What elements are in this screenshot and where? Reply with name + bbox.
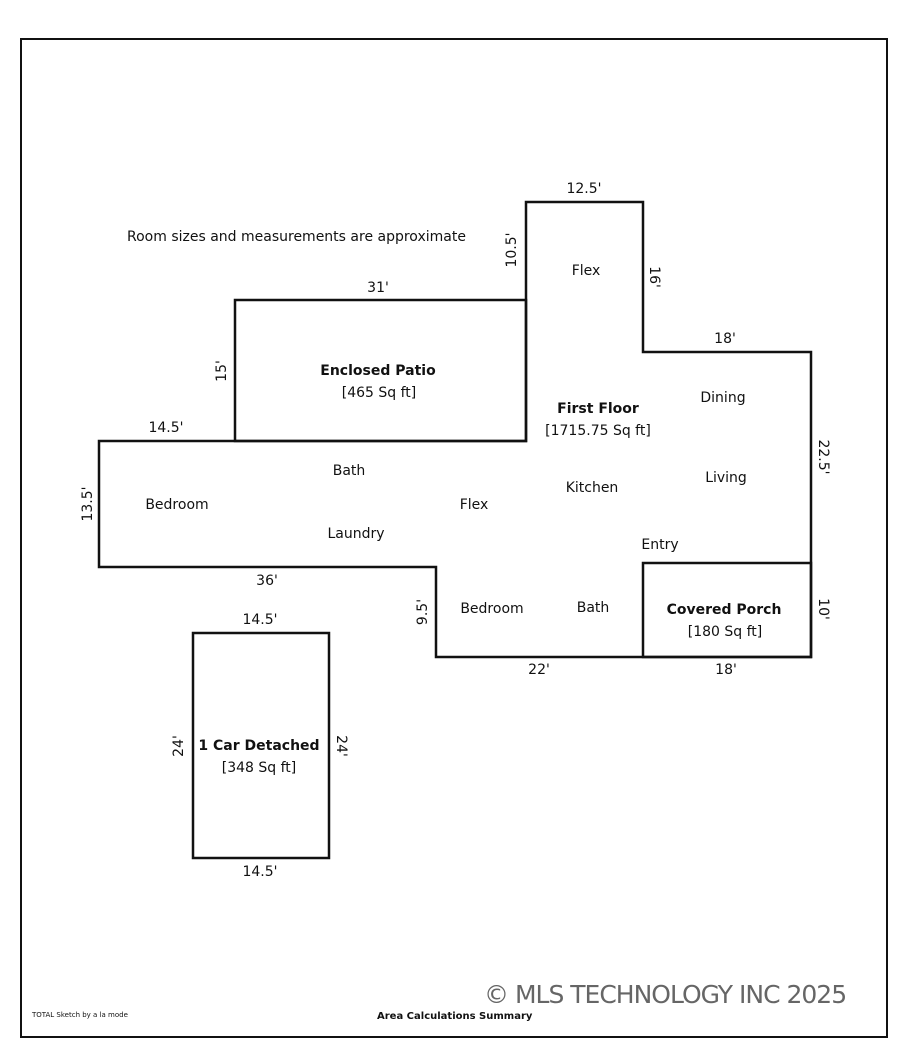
room-kitchen: Kitchen <box>566 480 619 496</box>
approximate-note: Room sizes and measurements are approxim… <box>127 229 466 245</box>
covered-porch-outline <box>641 561 813 659</box>
dim-patio-width: 31' <box>367 280 389 296</box>
garage-label: 1 Car Detached <box>198 738 319 754</box>
copyright-watermark: © MLS TECHNOLOGY INC 2025 <box>484 980 847 1009</box>
sketch-credit: TOTAL Sketch by a la mode <box>32 1011 128 1019</box>
room-flex-center: Flex <box>460 497 489 513</box>
enclosed-patio-size: [465 Sq ft] <box>342 385 417 401</box>
dim-porch-height: 10' <box>815 598 831 620</box>
garage-outline <box>191 631 331 860</box>
dim-porch-width: 18' <box>715 662 737 678</box>
garage-size: [348 Sq ft] <box>222 760 297 776</box>
room-flex-top: Flex <box>572 263 601 279</box>
room-bath-lower: Bath <box>577 600 610 616</box>
first-floor-outline <box>97 200 813 659</box>
dim-bottom-width: 22' <box>528 662 550 678</box>
dim-flex-left-height: 10.5' <box>504 232 520 267</box>
enclosed-patio-outline <box>233 298 528 443</box>
room-dining: Dining <box>700 390 745 406</box>
first-floor-label: First Floor <box>557 401 639 417</box>
enclosed-patio-label: Enclosed Patio <box>320 363 436 379</box>
dim-right-height: 22.5' <box>815 439 831 474</box>
dim-garage-bottom-width: 14.5' <box>242 864 277 880</box>
room-entry: Entry <box>641 537 678 553</box>
dim-left-wing-height: 13.5' <box>80 486 96 521</box>
dim-flex-top-width: 12.5' <box>566 181 601 197</box>
room-laundry: Laundry <box>327 526 384 542</box>
room-bedroom-lower: Bedroom <box>460 601 523 617</box>
dim-garage-left-height: 24' <box>171 735 187 757</box>
covered-porch-size: [180 Sq ft] <box>688 624 763 640</box>
room-bath-upper: Bath <box>333 463 366 479</box>
first-floor-size: [1715.75 Sq ft] <box>545 423 651 439</box>
dim-bottom-left-width: 36' <box>256 573 278 589</box>
dim-garage-right-height: 24' <box>333 735 349 757</box>
room-living: Living <box>705 470 747 486</box>
dim-patio-height: 15' <box>214 360 230 382</box>
area-summary-title: Area Calculations Summary <box>377 1011 533 1022</box>
room-bedroom-left: Bedroom <box>145 497 208 513</box>
dim-left-wing-width: 14.5' <box>148 420 183 436</box>
dim-dining-width: 18' <box>714 331 736 347</box>
covered-porch-label: Covered Porch <box>667 602 782 618</box>
dim-flex-right-height: 16' <box>646 266 662 288</box>
dim-bedroom-height: 9.5' <box>415 599 431 625</box>
dim-garage-top-width: 14.5' <box>242 612 277 628</box>
